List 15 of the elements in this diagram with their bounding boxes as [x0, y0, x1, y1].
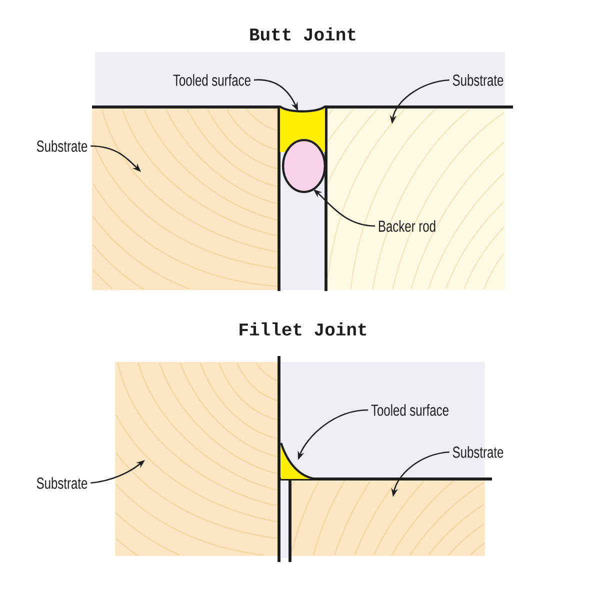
- heading: Butt Joint: [250, 27, 356, 41]
- wood-board: [324, 106, 513, 291]
- callout-label: Tooled surface: [173, 74, 250, 86]
- wood-board: [278, 478, 494, 564]
- wood-board: [92, 106, 280, 291]
- heading: Fillet Joint: [240, 322, 366, 336]
- wood-board: [115, 356, 280, 562]
- callout-label: Tooled surface: [371, 404, 448, 416]
- callout-label: Substrate: [36, 140, 88, 152]
- backer-rod: [282, 139, 326, 193]
- callout-label: Substrate: [452, 74, 504, 86]
- callout-label: Substrate: [36, 477, 88, 489]
- callout-label: Substrate: [452, 446, 504, 458]
- callout-label: Backer rod: [378, 220, 436, 232]
- sealant-fillet: [280, 442, 316, 480]
